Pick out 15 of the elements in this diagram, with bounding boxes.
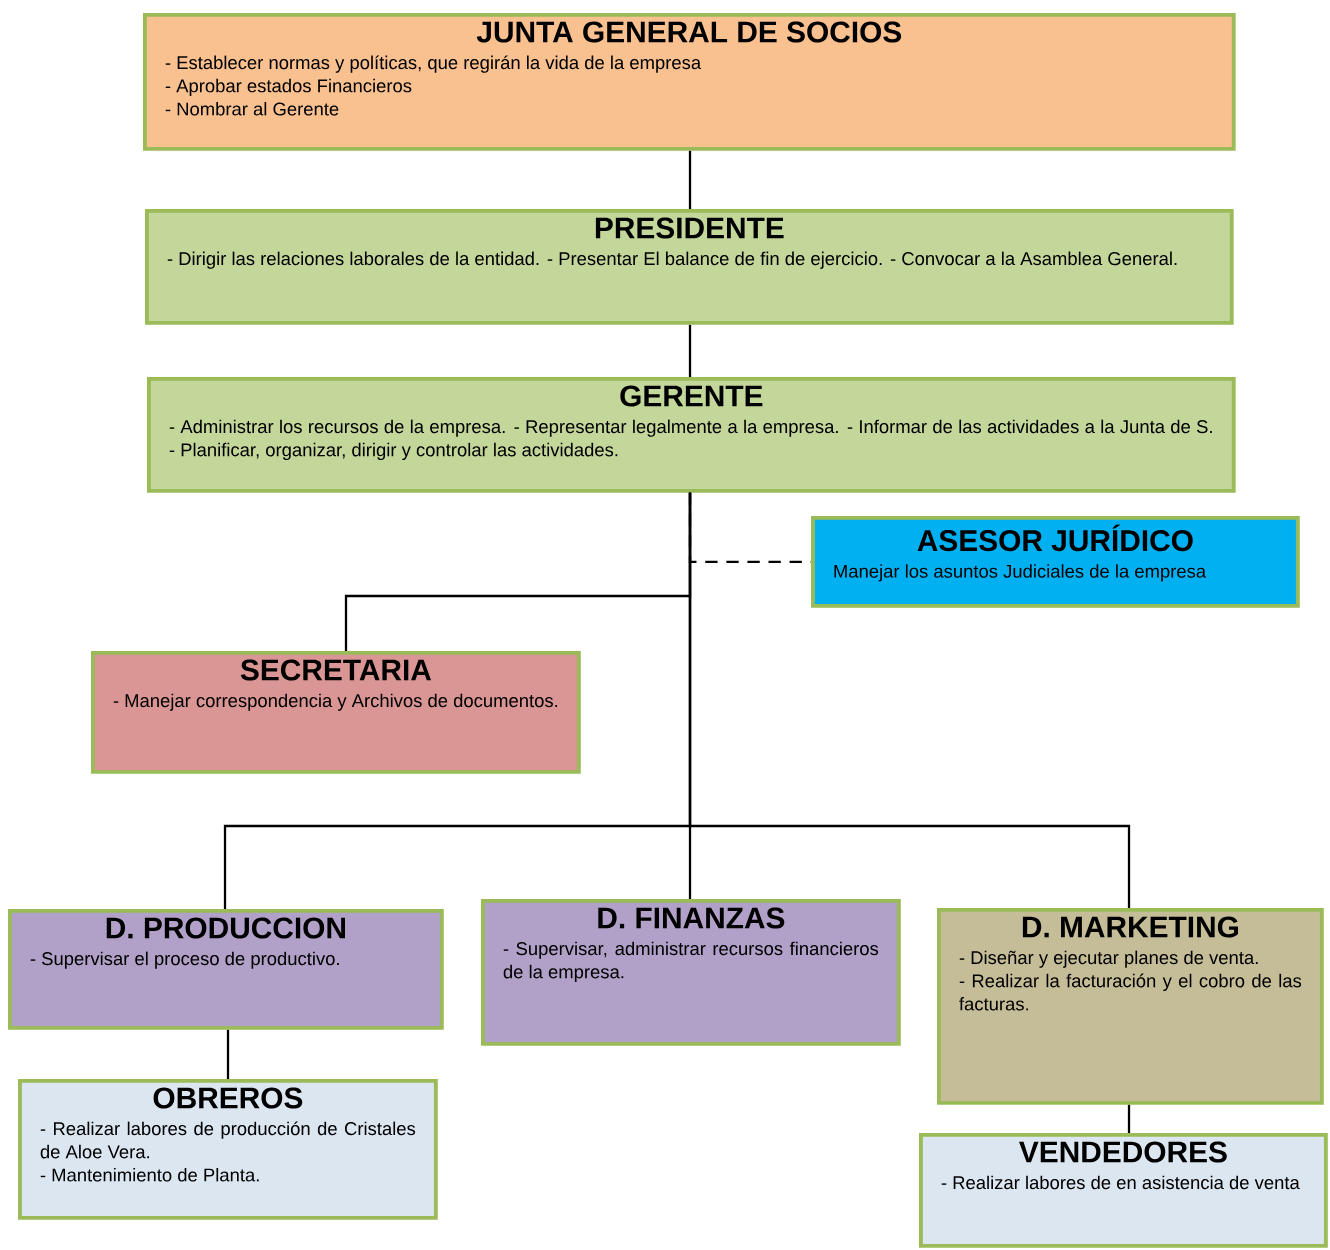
connector-line: [688, 492, 1131, 908]
connector-line: [226, 1029, 230, 1079]
org-box: ASESOR JURÍDICO Manejar los asuntos Judiciales de la empresa: [811, 516, 1300, 608]
org-box: GERENTE - Administrar los recursos de la empresa. - Representar legalmente a la empresa. - Informar de las actividades a la Junta de S. - Planificar, organizar, dirigir y controlar las actividades.: [147, 377, 1236, 493]
connector-line: [688, 324, 692, 377]
org-box: OBREROS - Realizar labores de producción de Cristales de Aloe Vera. - Mantenimiento de Planta.: [18, 1079, 438, 1220]
org-box: D. MARKETING - Diseñar y ejecutar planes de venta. - Realizar la facturación y el cobro de las facturas.: [937, 908, 1324, 1105]
org-box: D. FINANZAS - Supervisar, administrar recursos financieros de la empresa.: [481, 899, 901, 1046]
connector-line: [688, 150, 692, 209]
org-box: JUNTA GENERAL DE SOCIOS - Establecer normas y políticas, que regirán la vida de la empresa - Aprobar estados Financieros - Nombrar al Gerente: [143, 13, 1236, 151]
org-box: VENDEDORES - Realizar labores de en asistencia de venta: [919, 1133, 1328, 1248]
connector-line: [1127, 1104, 1131, 1133]
org-box: PRESIDENTE - Dirigir las relaciones laborales de la entidad. - Presentar El balance de fin de ejercicio. - Convocar a la Asamblea General.: [145, 209, 1234, 325]
org-box: SECRETARIA - Manejar correspondencia y Archivos de documentos.: [91, 651, 581, 774]
org-box: D. PRODUCCION - Supervisar el proceso de productivo.: [8, 909, 444, 1030]
